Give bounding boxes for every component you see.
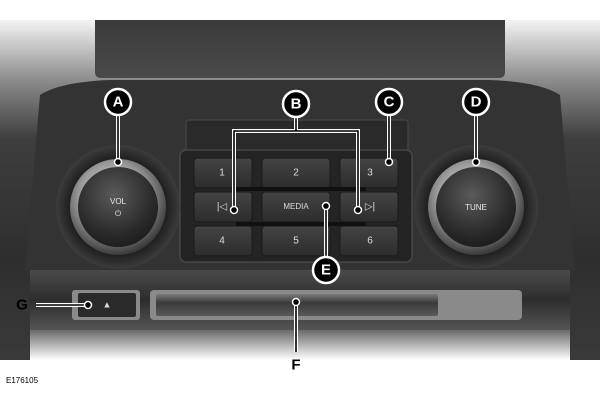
callout-e-label: E (321, 262, 331, 279)
volume-knob[interactable]: VOL ⏻ (56, 145, 180, 269)
preset-1-button[interactable] (193, 157, 253, 189)
seek-media-row (193, 191, 399, 223)
preset-6-button[interactable] (339, 225, 399, 257)
power-icon: ⏻ (115, 209, 122, 218)
callout-d-label: D (471, 94, 482, 111)
eject-button[interactable] (78, 293, 136, 317)
seek-back-button[interactable] (193, 191, 253, 223)
preset-3-button[interactable] (339, 157, 399, 189)
tune-knob-face (436, 167, 516, 247)
tune-knob-label: TUNE (465, 203, 487, 212)
lower-fade (30, 330, 570, 360)
callout-c-label: C (384, 94, 395, 111)
preset-4-button[interactable] (193, 225, 253, 257)
button-separator-top (236, 187, 366, 191)
leader-lines (36, 104, 477, 352)
callout-f-label: F (291, 357, 300, 374)
preset-5-label: 5 (293, 236, 299, 247)
seek-forward-button[interactable] (339, 191, 399, 223)
callout-g-label: G (16, 297, 28, 314)
callout-c: C (374, 87, 404, 117)
seek-forward-icon: ▷| (365, 202, 375, 213)
preset-row-top (193, 157, 399, 189)
callout-a-label: A (113, 94, 124, 111)
callout-e: E (311, 255, 341, 285)
callout-d: D (461, 87, 491, 117)
volume-knob-face (78, 167, 158, 247)
preset-1-label: 1 (219, 168, 225, 179)
preset-2-label: 2 (293, 168, 299, 179)
preset-row-bottom (193, 225, 399, 257)
eject-icon: ▲ (103, 299, 112, 309)
leader-dots (83, 157, 481, 310)
callout-b-label: B (291, 96, 302, 113)
volume-knob-label: VOL (110, 197, 127, 206)
callout-b: B (281, 89, 311, 119)
preset-6-label: 6 (367, 236, 373, 247)
figure-id: E176105 (6, 376, 39, 385)
button-separator-bottom (236, 222, 366, 226)
preset-3-label: 3 (367, 168, 373, 179)
callout-a: A (103, 87, 133, 117)
tune-knob[interactable]: TUNE (414, 145, 538, 269)
seek-back-icon: |◁ (217, 202, 228, 213)
media-label: MEDIA (283, 202, 309, 211)
display-housing (95, 20, 505, 78)
preset-4-label: 4 (219, 236, 225, 247)
